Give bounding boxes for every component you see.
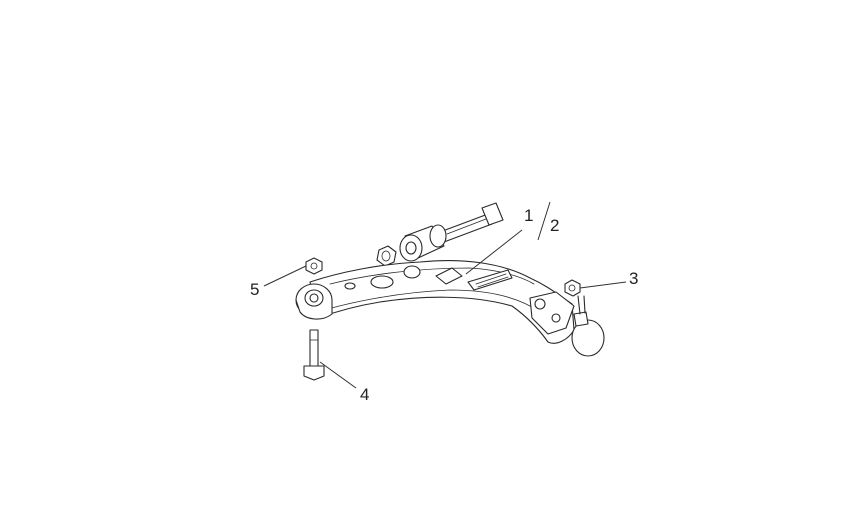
- ball-joint: [529, 291, 605, 357]
- callout-4: 4: [360, 385, 370, 404]
- front-bushing: [295, 283, 333, 320]
- rear-bushing: [399, 224, 447, 262]
- rear-bolt: [439, 202, 504, 243]
- leader-line-4: [319, 361, 357, 389]
- callout-2: 2: [550, 216, 560, 235]
- ball-joint-nut: [564, 279, 581, 297]
- leader-line-1: [465, 229, 523, 275]
- control-arm-body: [309, 260, 575, 344]
- front-bolt: [303, 329, 325, 381]
- leader-line-2: [537, 201, 551, 241]
- rear-nut: [376, 245, 397, 267]
- callout-1: 1: [524, 206, 534, 225]
- leader-line-3: [579, 281, 627, 289]
- front-nut: [305, 257, 323, 275]
- callout-3: 3: [629, 269, 639, 288]
- leader-line-5: [263, 265, 307, 287]
- callout-5: 5: [250, 280, 260, 299]
